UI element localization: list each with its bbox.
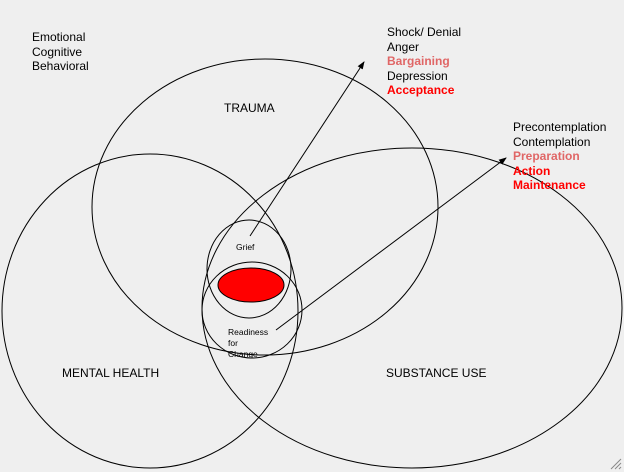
grief-stage: Bargaining	[387, 54, 450, 68]
grief-stage: Depression	[387, 68, 448, 83]
readiness-arrow	[275, 157, 507, 331]
readiness-label: Readiness for Change	[228, 327, 268, 360]
change-stage: Preparation	[513, 149, 580, 163]
resize-grip-icon[interactable]	[610, 458, 622, 470]
trauma-label: TRAUMA	[224, 101, 275, 115]
grief-label: Grief	[236, 242, 255, 252]
change-stage: Maintenance	[513, 178, 586, 192]
grief-arrow	[249, 61, 365, 237]
grief-circle	[206, 219, 292, 319]
change-stage: Precontemplation	[513, 120, 607, 134]
substance-use-label: SUBSTANCE USE	[386, 366, 487, 380]
grief-stage: Anger	[387, 39, 420, 54]
legend-behavioral: Behavioral	[32, 59, 89, 73]
change-stage: Contemplation	[513, 134, 591, 149]
mental-health-circle	[1, 153, 299, 469]
readiness-line: for	[228, 338, 238, 348]
center-ellipse	[217, 267, 285, 303]
trauma-circle	[91, 58, 439, 356]
legend-cognitive: Cognitive	[32, 44, 83, 59]
grief-stages-list: Shock/ Denial Anger Bargaining Depressio…	[387, 25, 461, 98]
grief-stage: Shock/ Denial	[387, 25, 462, 39]
substance-use-circle	[201, 147, 623, 469]
readiness-line: Readiness	[228, 327, 269, 337]
change-stages-list: Precontemplation Contemplation Preparati…	[513, 120, 606, 193]
readiness-line: Change	[228, 349, 258, 359]
change-stage: Action	[513, 163, 551, 178]
legend: Emotional Cognitive Behavioral	[32, 30, 89, 74]
legend-emotional: Emotional	[32, 30, 86, 44]
mental-health-label: MENTAL HEALTH	[62, 366, 160, 380]
grief-stage: Acceptance	[387, 83, 455, 97]
